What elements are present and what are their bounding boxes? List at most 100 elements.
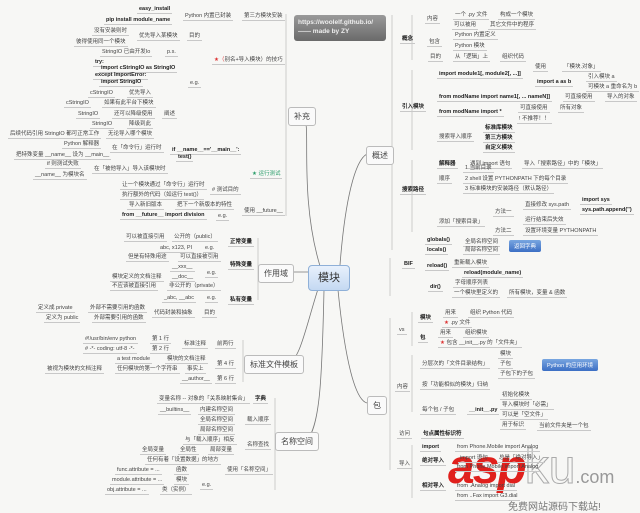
supplement-node[interactable]: if 则测试失败 xyxy=(45,161,81,169)
package-node[interactable]: from ..Fax import G3.dial xyxy=(455,493,520,501)
supplement-node[interactable]: 第三方模块安装 xyxy=(242,13,285,21)
overview-node[interactable]: 2 shell 设置 PYTHONPATH 下的每个目录 xyxy=(463,176,569,184)
supplement-node[interactable]: Python 解释器 xyxy=(62,141,102,149)
supplement-node[interactable]: cStringIO xyxy=(88,90,115,98)
supplement-node[interactable]: Python 内置已封装 xyxy=(183,13,234,21)
supplement-node[interactable]: easy_install xyxy=(137,6,173,14)
template-node[interactable]: 事实上 xyxy=(185,366,206,374)
scope-node[interactable]: 定义成 private xyxy=(36,305,75,313)
namespace-node[interactable]: 函数 xyxy=(174,467,190,475)
overview-node[interactable]: 自定义模块 xyxy=(483,145,515,153)
namespace-node[interactable]: 全局名称空间 xyxy=(198,417,236,425)
supplement-node[interactable]: __name__ 为模块名 xyxy=(33,172,87,180)
supplement-node[interactable]: 把下一个新版本的特性 xyxy=(175,202,235,210)
template-node[interactable]: 被视为模块的文档注释 xyxy=(45,366,105,374)
overview-node[interactable]: import sys xyxy=(580,197,612,205)
overview-node[interactable]: 遇到 import 语句 xyxy=(468,161,513,169)
supplement-node[interactable]: test() xyxy=(176,154,194,162)
branch-scope[interactable]: 作用域 xyxy=(258,264,294,283)
overview-node[interactable]: 顺序 xyxy=(437,176,453,184)
overview-node[interactable]: reload() xyxy=(425,263,450,271)
overview-node[interactable]: dir() xyxy=(428,284,443,292)
overview-node[interactable]: 运行结束后失效 xyxy=(523,217,566,225)
namespace-node[interactable]: 全局性 xyxy=(178,447,199,455)
overview-node[interactable]: 解释器 xyxy=(437,161,458,169)
package-node[interactable]: 子包 xyxy=(498,361,514,369)
template-node[interactable]: 模块的文档注释 xyxy=(165,356,208,364)
namespace-node[interactable]: 变量名称 -- 对象的「关系映射集合」 xyxy=(157,396,251,404)
branch-template[interactable]: 标准文件模板 xyxy=(244,355,304,374)
package-node[interactable]: __init__.py xyxy=(467,407,500,415)
supplement-node[interactable]: except ImportError: xyxy=(93,72,149,80)
overview-node[interactable]: 内容 xyxy=(425,16,441,24)
package-node[interactable]: 分层次的「文件目录结构」 xyxy=(420,361,491,369)
overview-node[interactable]: 可模块 a 重命名为 b xyxy=(586,84,640,92)
package-node[interactable]: 模块 xyxy=(498,351,514,359)
scope-node[interactable]: e.g. xyxy=(205,270,219,278)
template-node[interactable]: 第 6 行 xyxy=(215,376,237,384)
package-node[interactable]: 子包下的子包 xyxy=(498,371,536,379)
scope-node[interactable]: 正常变量 xyxy=(228,239,255,247)
scope-node[interactable]: 非公开的（private） xyxy=(167,283,221,291)
scope-node[interactable]: 可以直接被引用 xyxy=(178,254,221,262)
namespace-node[interactable]: 全局变量 xyxy=(140,447,167,455)
package-node[interactable]: 组织 Python 代码 xyxy=(468,310,515,318)
template-node[interactable]: # -*- coding: utf-8 -*- xyxy=(83,346,137,354)
namespace-node[interactable]: func.attribute = ... xyxy=(115,467,162,475)
scope-node[interactable]: __xxx__ xyxy=(170,264,195,272)
overview-node[interactable]: 设置环境变量 PYTHONPATH xyxy=(523,228,599,236)
package-node[interactable]: from .Analog import dial xyxy=(455,483,518,491)
supplement-node[interactable]: 后续代码引用 StringIO 都可正常工作 xyxy=(8,131,102,139)
overview-node[interactable]: 使用 xyxy=(533,64,549,72)
template-node[interactable]: 任何模块的第一个字符串 xyxy=(115,366,180,374)
supplement-node[interactable]: StringIO xyxy=(90,121,115,129)
package-node[interactable]: import 语句 xyxy=(458,455,490,463)
supplement-node[interactable]: pip install module_name xyxy=(104,17,173,25)
supplement-node[interactable]: try: xyxy=(93,59,106,67)
overview-node[interactable]: 3 标准模块的安装路径（默认路径） xyxy=(463,186,555,194)
package-node[interactable]: 句点属性标识符 xyxy=(421,431,464,439)
package-node[interactable]: ★ .py 文件 xyxy=(442,320,473,328)
namespace-node[interactable]: 类（实例） xyxy=(160,487,192,495)
package-node[interactable]: 模块 xyxy=(418,315,434,323)
supplement-node[interactable]: # 测试目的 xyxy=(210,187,241,195)
supplement-node[interactable]: e.g. xyxy=(216,213,230,221)
template-node[interactable]: 第 2 行 xyxy=(150,346,172,354)
overview-node[interactable]: from modName import name1[, ... nameN]] xyxy=(437,94,552,102)
scope-node[interactable]: abc, x123, PI xyxy=(158,245,195,253)
supplement-node[interactable]: ★（别名+导入模块）的技巧 xyxy=(212,57,285,65)
overview-node[interactable]: 包含 xyxy=(427,39,443,47)
namespace-node[interactable]: 名称查找 xyxy=(245,442,272,450)
overview-node[interactable]: 其它文件中的程序 xyxy=(488,22,537,30)
scope-node[interactable]: 模块定义的文档注释 xyxy=(110,274,164,282)
scope-node[interactable]: _abc, __abc xyxy=(162,295,196,303)
package-node[interactable]: vs xyxy=(397,327,407,335)
supplement-node[interactable]: 还可以降级使用 xyxy=(112,111,155,119)
namespace-node[interactable]: 局部名称空间 xyxy=(198,427,236,435)
overview-node[interactable]: 方法二 xyxy=(493,228,514,236)
supplement-node[interactable]: if __name__=='__main__': xyxy=(170,147,242,155)
overview-node[interactable]: 可直接使用 xyxy=(563,94,595,102)
scope-node[interactable]: 私有变量 xyxy=(228,297,255,305)
package-node[interactable]: from Phone.Mobile import Analog xyxy=(455,464,541,472)
template-node[interactable]: __author__ xyxy=(180,376,212,384)
namespace-node[interactable]: 载入顺序 xyxy=(245,417,272,425)
scope-node[interactable]: e.g. xyxy=(205,295,219,303)
supplement-node[interactable]: 没有安装则时 xyxy=(92,28,130,36)
overview-node[interactable]: from modName import * xyxy=(437,109,504,117)
scope-node[interactable]: e.g. xyxy=(203,245,217,253)
overview-node[interactable]: 所有模块，变量 & 函数 xyxy=(507,290,568,298)
supplement-node[interactable]: 让一个模块通过「命令行」运行时 xyxy=(120,182,207,190)
overview-node[interactable]: 目的 xyxy=(428,54,444,62)
overview-node[interactable]: 引入模块 a xyxy=(586,74,617,82)
overview-node[interactable]: 导入的对象 xyxy=(605,94,637,102)
supplement-node[interactable]: 在「被他导入」导入该模块时 xyxy=(92,166,168,174)
branch-package[interactable]: 包 xyxy=(367,396,387,415)
namespace-node[interactable]: 任何有着「设置数据」的地方 xyxy=(145,457,221,465)
branch-namespace[interactable]: 名称空间 xyxy=(275,432,319,451)
package-node[interactable]: ★ 包含 __init__.py 的「文件夹」 xyxy=(438,340,523,348)
supplement-node[interactable]: 导入新旧版本 xyxy=(127,202,165,210)
overview-node[interactable]: import a as b xyxy=(535,79,574,87)
overview-node[interactable]: 一个 .py 文件 xyxy=(453,12,490,20)
overview-node[interactable]: 全局名称空间 xyxy=(463,239,501,247)
